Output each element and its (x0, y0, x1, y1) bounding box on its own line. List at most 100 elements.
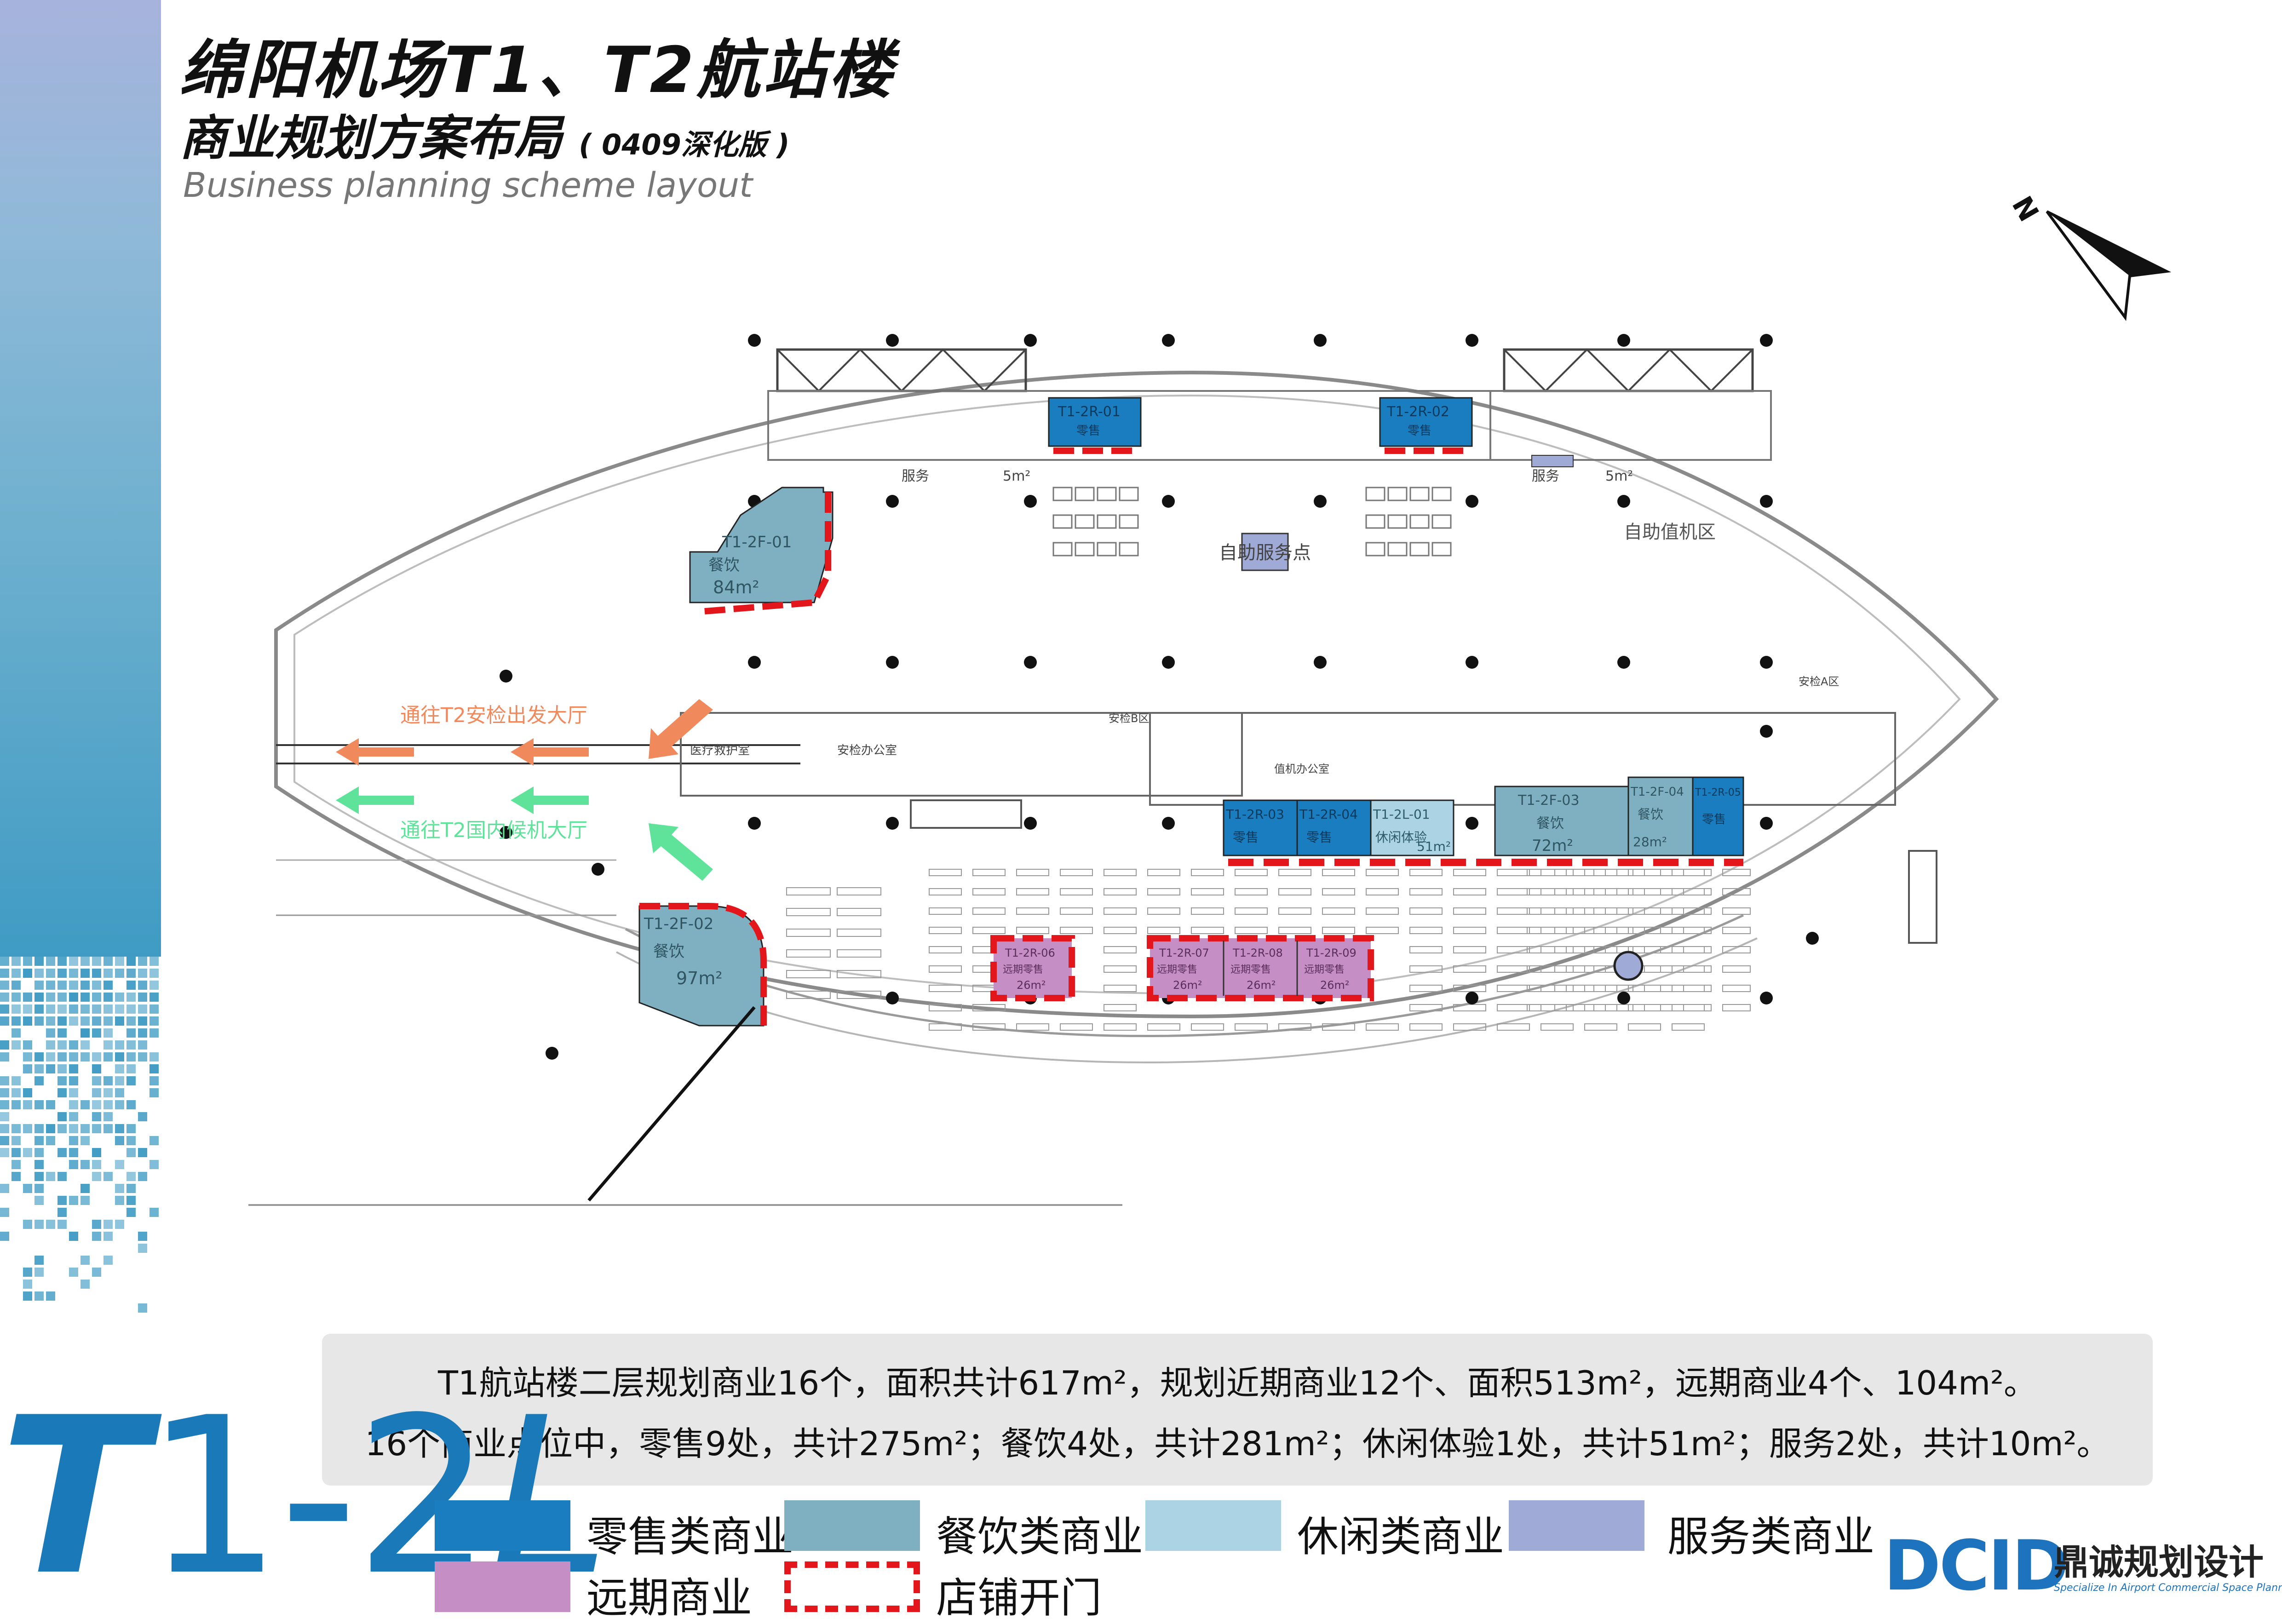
pixel-square (92, 1052, 101, 1062)
seat-row (1605, 1004, 1633, 1011)
seat-row (1366, 869, 1399, 876)
pixel-square (69, 1136, 78, 1145)
unit-code: T1-2F-01 (722, 533, 792, 551)
unit-area: 26m² (1173, 979, 1202, 992)
page-title: 绵阳机场T1、T2航站楼 (179, 33, 896, 107)
pixel-square (103, 969, 113, 978)
escalator (910, 799, 1022, 829)
pixel-square (34, 969, 44, 978)
pixel-square (23, 1040, 32, 1050)
seat-row (1527, 888, 1555, 895)
pixel-square (126, 993, 136, 1002)
pixel-square (92, 957, 101, 966)
unit-area: 28m² (1633, 834, 1667, 849)
legend-label-future: 远期商业 (586, 1574, 752, 1622)
seat-row (1605, 888, 1633, 895)
seat-row (929, 869, 962, 876)
column-dot (1162, 817, 1175, 830)
seat-row (1644, 1004, 1673, 1011)
column-dot (1466, 656, 1478, 669)
seat-row (1453, 869, 1486, 876)
seat-row (1147, 869, 1180, 876)
seat-row (1235, 927, 1268, 934)
pixel-square (92, 993, 101, 1002)
pixel-square (69, 1160, 78, 1169)
pixel-square (34, 1160, 44, 1169)
pixel-square (115, 993, 124, 1002)
seat-row (1497, 1004, 1530, 1011)
column-dot (1760, 656, 1773, 669)
seat-row (1672, 927, 1705, 934)
unit-t1-2r-07: T1-2R-07 远期零售 26m² (1157, 947, 1209, 992)
pixel-square (80, 1184, 90, 1193)
legend-swatch-leisure (1145, 1500, 1281, 1551)
service-right-block (1531, 455, 1574, 467)
pixel-square (46, 1040, 55, 1050)
side-gradient-band (0, 0, 161, 957)
unit-code: T1-2F-04 (1630, 785, 1684, 799)
seat-row (1409, 927, 1443, 934)
column-dot (592, 863, 604, 876)
seat-row (1672, 1023, 1705, 1031)
self-checkin-label: 自助值机区 (1624, 522, 1716, 543)
pixel-square (0, 1052, 9, 1062)
column-dot (1466, 817, 1478, 830)
floor-code: T1-2L (0, 1389, 610, 1605)
checkin-counter (1075, 487, 1095, 501)
unit-code: T1-2R-06 (1005, 947, 1055, 959)
pixel-square (69, 1040, 78, 1050)
pixel-square (11, 1160, 21, 1169)
pixel-square (34, 1124, 44, 1133)
pixel-square (92, 1076, 101, 1085)
seat-row (1605, 946, 1633, 953)
pixel-square (115, 1076, 124, 1085)
seat-row (1497, 946, 1530, 953)
unit-code: T1-2R-04 (1299, 807, 1358, 822)
pixel-square (57, 1040, 67, 1050)
seat-row (1322, 888, 1355, 895)
seat-row (1409, 888, 1443, 895)
orange-arrow-2 (511, 738, 589, 766)
column-dot (1162, 495, 1175, 508)
pixel-square (138, 1232, 147, 1241)
pixel-square (115, 1004, 124, 1014)
label-to-t2-security: 通往T2安检出发大厅 (400, 704, 587, 727)
pixel-square (57, 1208, 67, 1217)
future-units-group (1147, 935, 1374, 1001)
checkin-counter (1119, 514, 1139, 529)
column-dot (1466, 495, 1478, 508)
pixel-square (23, 1124, 32, 1133)
pixel-square (0, 1136, 9, 1145)
duty-office-label: 值机办公室 (1274, 763, 1329, 775)
seat-row (1278, 927, 1311, 934)
unit-type: 餐饮 (708, 556, 740, 574)
seat-row (1060, 869, 1093, 876)
seat-row (837, 970, 881, 978)
pixel-square (11, 981, 21, 990)
pixel-square (0, 1184, 9, 1193)
pixel-square (80, 957, 90, 966)
seat-row (1060, 1023, 1093, 1031)
column-dot (1024, 334, 1037, 347)
seat-row (972, 869, 1006, 876)
seat-row (1409, 965, 1443, 973)
pixel-square (57, 1016, 67, 1026)
seat-row (1722, 965, 1751, 973)
seat-row (1672, 985, 1705, 992)
pixel-square (23, 957, 32, 966)
seat-row (1235, 888, 1268, 895)
column-dot (1760, 495, 1773, 508)
security-a-label: 安检A区 (1799, 675, 1839, 688)
checkin-counter (1409, 514, 1430, 529)
pixel-square (11, 969, 21, 978)
legend-label-leisure: 休闲类商业 (1297, 1513, 1504, 1561)
pixel-square (149, 1016, 159, 1026)
pixel-square (126, 1004, 136, 1014)
column-dot (1760, 334, 1773, 347)
seat-row (1104, 946, 1137, 953)
pixel-square (0, 1004, 9, 1014)
pixel-square (92, 969, 101, 978)
seat-row (1235, 907, 1268, 915)
column-dot (1760, 992, 1773, 1004)
seat-row (1683, 888, 1712, 895)
